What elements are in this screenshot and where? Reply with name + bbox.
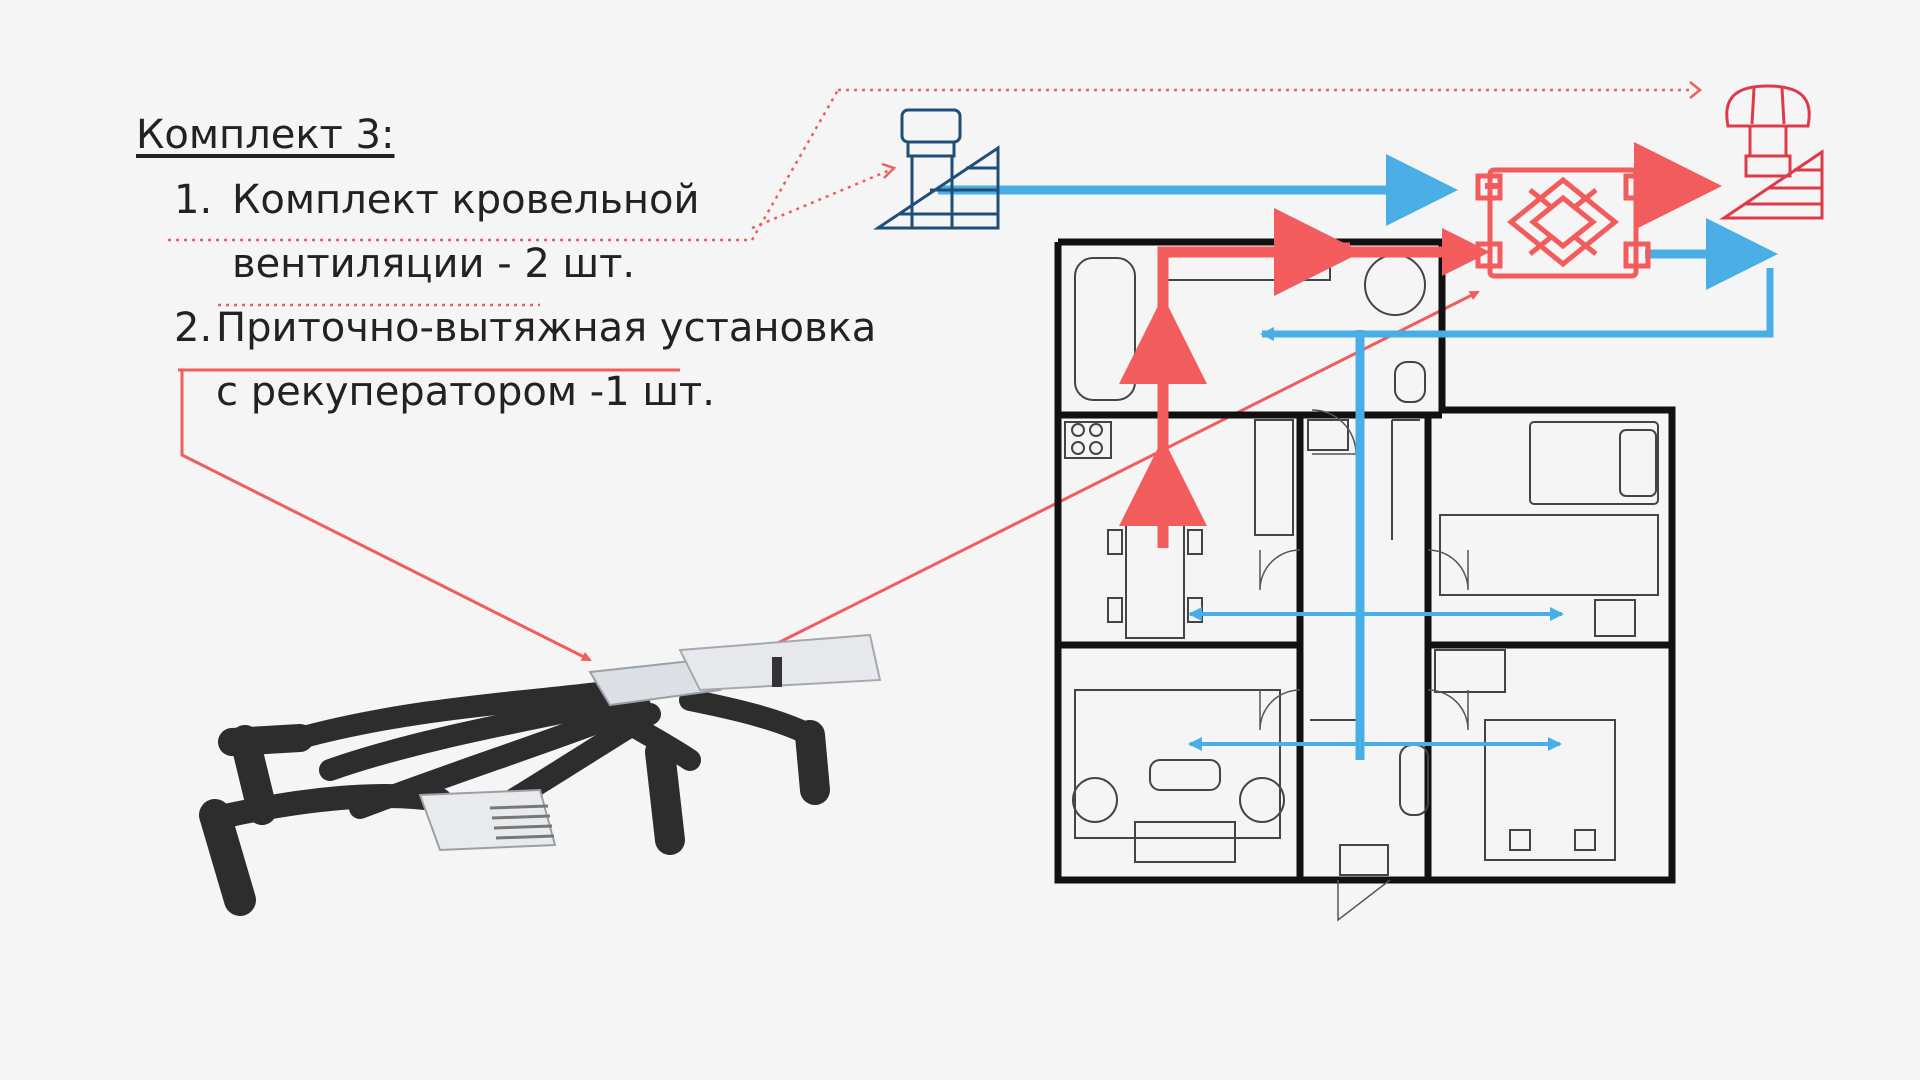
item-line2: с рекуператором -1 шт. (216, 369, 715, 415)
heat-recovery-unit-icon (1475, 167, 1651, 279)
kit-item-roof-ventilation: 1. Комплект кровельной вентиляции - 2 шт… (174, 168, 876, 296)
kit-heading: Комплект 3: (136, 112, 395, 158)
dotted-arrowhead-icon (881, 162, 897, 179)
exhaust-air-flow (1119, 142, 1722, 548)
ventilation-unit-render (199, 633, 882, 916)
dotted-arrowhead-icon (1689, 81, 1703, 99)
kit-description: Комплект 3: 1. Комплект кровельной венти… (136, 112, 876, 424)
floor-plan (1054, 238, 1676, 922)
item-number: 1. (174, 177, 213, 223)
item-line2: вентиляции - 2 шт. (232, 241, 636, 287)
item-number: 2. (174, 305, 213, 351)
unit-pointer (178, 290, 1480, 684)
roof-exhaust-vent-icon (1719, 84, 1824, 220)
roof-intake-vent-icon (873, 108, 1000, 230)
kit-item-supply-exhaust-unit: 2. Приточно-вытяжная установка с рекупер… (136, 296, 876, 424)
supply-air-flow (938, 154, 1778, 760)
roof-vent-pointer (168, 88, 1690, 307)
item-line1: Комплект кровельной (232, 177, 700, 223)
item-line1: Приточно-вытяжная установка (216, 305, 877, 351)
